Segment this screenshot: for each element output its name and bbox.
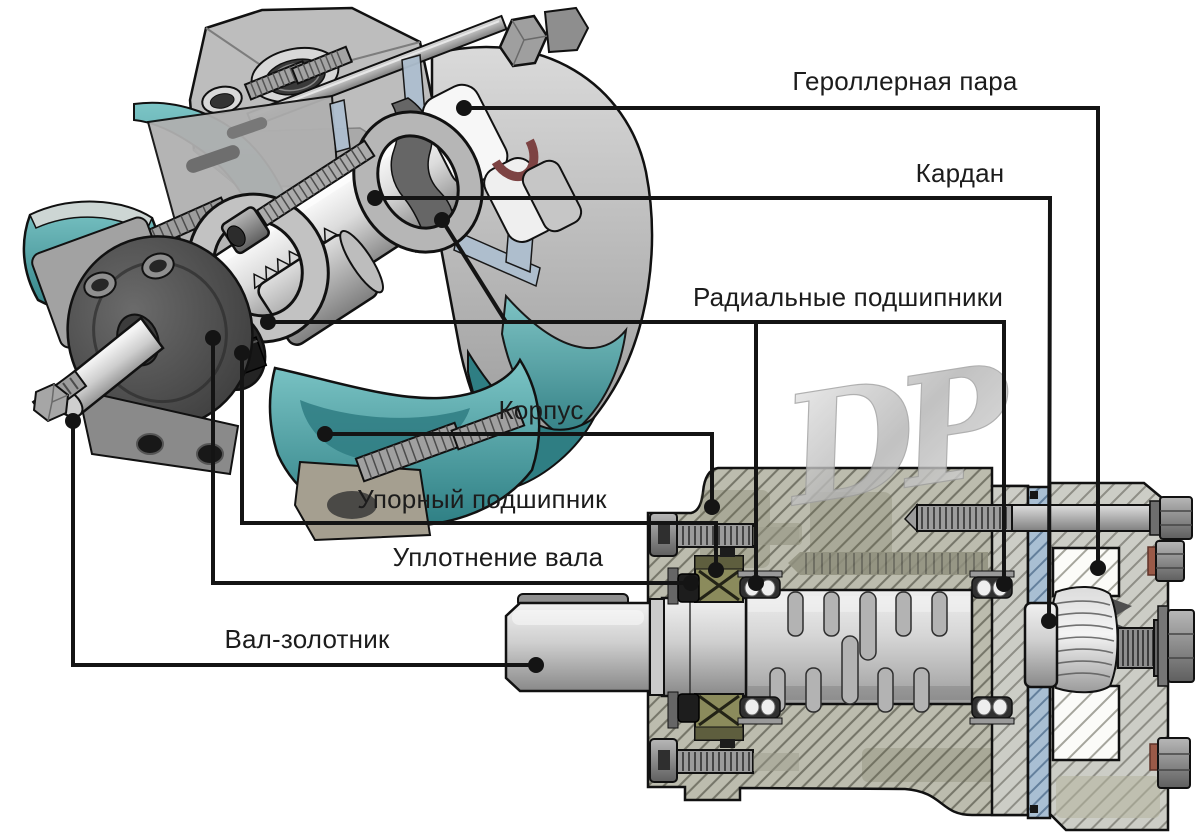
leader-dot [367, 190, 383, 206]
leader-uplotnenie-vala [205, 330, 699, 591]
label-val-zolotnik: Вал-золотник [224, 624, 390, 654]
leader-dot [1041, 613, 1057, 629]
radial-bearing-left-bottom [737, 696, 783, 725]
leader-kardan [367, 190, 1057, 629]
label-uporny-podshipnik: Упорный подшипник [357, 484, 607, 514]
leader-gerollernaya-para [456, 100, 1106, 576]
leader-uporny-podshipnik [234, 345, 724, 578]
label-uplotnenie-vala: Уплотнение вала [392, 542, 604, 572]
leader-dot [1090, 560, 1106, 576]
leader-dot [317, 426, 333, 442]
cap-screw-head [220, 206, 270, 255]
cutaway-3d-view [22, 6, 654, 542]
leader-dot [748, 575, 764, 591]
top-stud-b [290, 45, 354, 85]
long-stud [903, 496, 1193, 540]
leader-dot [683, 575, 699, 591]
cap-screw-shank [255, 139, 376, 227]
cross-section-view [504, 466, 1195, 832]
leader-radialnye-podshipniki [260, 212, 1012, 592]
spool-sleeve-section [744, 588, 974, 713]
hex-bolt-rear [543, 6, 590, 54]
hex-facets [511, 19, 548, 67]
leader-dot [456, 100, 472, 116]
leader-dot [234, 345, 250, 361]
thrust-bearing-section [694, 548, 744, 748]
geroller-section-bottom [1051, 684, 1121, 762]
leader-val-zolotnik [65, 413, 544, 673]
label-gerollernaya-para: Героллерная пара [792, 66, 1018, 96]
leader-dot [205, 330, 221, 346]
shaft-front-ring [660, 596, 748, 698]
leader-dot [996, 576, 1012, 592]
leader-dot [528, 657, 544, 673]
tail-threads [1122, 630, 1154, 666]
leader-lines [65, 100, 1106, 673]
cap-ghost-bore [1056, 776, 1160, 818]
leader-dot [260, 314, 276, 330]
leader-dot [708, 562, 724, 578]
seal-dot-bottom [1030, 805, 1038, 813]
gear-ribs [1053, 600, 1115, 678]
flange-bolt-bottom [649, 738, 799, 783]
leader-dot [65, 413, 81, 429]
radial-bearing-right-bottom [969, 696, 1015, 725]
label-kardan: Кардан [915, 158, 1005, 188]
label-korpus: Корпус [498, 395, 584, 425]
watermark-logo: DP [769, 331, 1029, 542]
leader-dot [434, 212, 450, 228]
output-shaft-3d [31, 313, 165, 423]
ghost-stud [788, 552, 988, 575]
output-shaft-section [504, 593, 665, 696]
leader-korpus [317, 426, 720, 515]
end-cap-bolts [1147, 540, 1195, 789]
leader-dot [704, 499, 720, 515]
seal-dot-top [1030, 491, 1038, 499]
distributor-plate-section [990, 484, 1030, 817]
label-radialnye-podshipniki: Радиальные подшипники [692, 282, 1004, 312]
